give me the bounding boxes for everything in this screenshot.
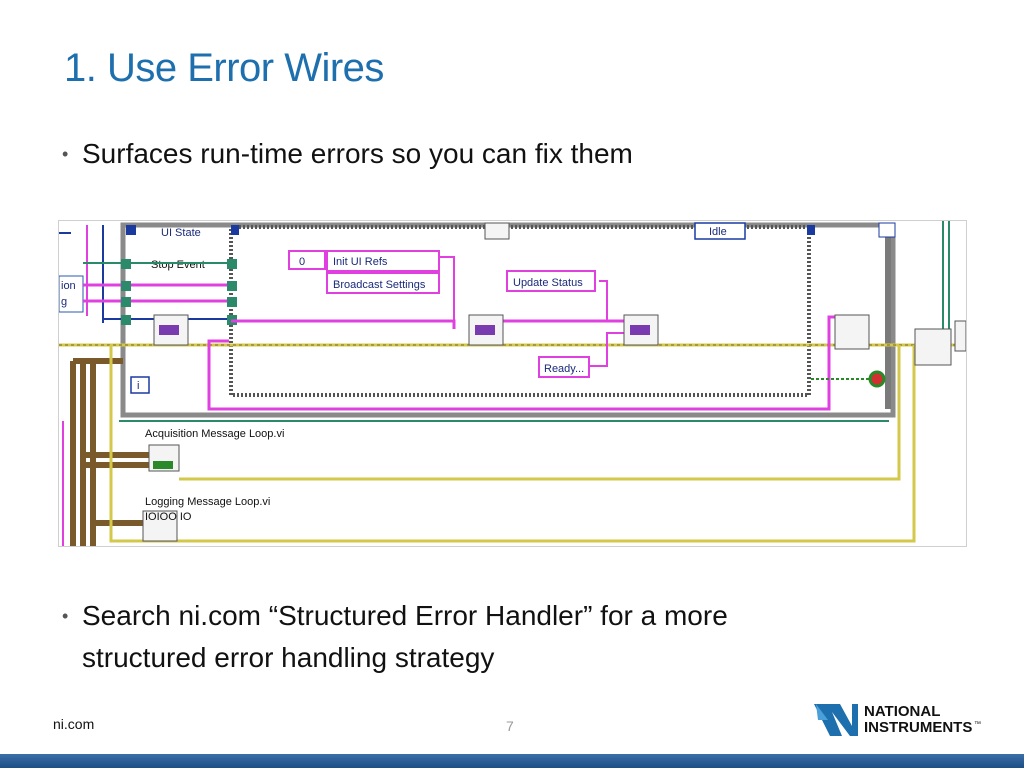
bullet-2-symbol: • — [62, 606, 69, 626]
footer-website: ni.com — [53, 716, 95, 732]
tunnel-2 — [121, 281, 131, 291]
case-structure-frame — [229, 225, 811, 397]
string-wire-loop-bottom — [207, 315, 849, 411]
logging-loop-node — [142, 510, 178, 542]
acquisition-loop-label: Acquisition Message Loop.vi — [145, 428, 284, 440]
stop-terminal — [868, 370, 886, 388]
loop-right-edge — [885, 229, 891, 409]
update-status-constant — [506, 270, 596, 292]
logo-line-2: INSTRUMENTS — [864, 719, 972, 736]
subvi-node-3-glyph — [630, 325, 650, 335]
logging-loop-binary: IOIOO IO — [145, 511, 192, 523]
cluster-wire-bundle — [70, 358, 151, 546]
error-wire-bottom-loop — [109, 345, 916, 543]
page-number: 7 — [506, 718, 514, 734]
numeric-constant — [288, 250, 326, 270]
string-wire-init — [439, 256, 455, 321]
update-status-label: Update Status — [513, 277, 583, 289]
acquisition-loop-glyph — [153, 461, 173, 469]
event-node-top — [484, 222, 510, 240]
idle-enum-label: Idle — [709, 226, 727, 238]
numeric-constant-value: 0 — [299, 256, 305, 268]
broadcast-settings-label: Broadcast Settings — [333, 279, 426, 291]
tunnel-3 — [121, 297, 131, 307]
enum-shift-left — [126, 225, 136, 235]
ready-constant — [538, 356, 590, 378]
subvi-node-2-glyph — [475, 325, 495, 335]
stop-event-label: Stop Event — [151, 259, 205, 271]
logo-trademark: ™ — [974, 721, 981, 728]
block-diagram-graphic: UI State Stop Event Idle ion g — [59, 221, 966, 546]
init-ui-refs-label: Init UI Refs — [333, 256, 388, 268]
bullet-2-line-2: structured error handling strategy — [82, 642, 495, 673]
ni-eagle-shape — [814, 704, 858, 736]
bullet-1-symbol: • — [62, 144, 69, 164]
case-selector-marker — [231, 225, 239, 235]
footer-bar — [0, 754, 1024, 768]
init-ui-refs-constant — [326, 250, 440, 272]
string-wire-update — [599, 280, 624, 322]
merge-errors-node — [914, 328, 952, 366]
bullet-2-line-1: Search ni.com “Structured Error Handler”… — [82, 600, 728, 631]
tunnel-4 — [121, 315, 131, 325]
case-selector-right — [807, 225, 815, 235]
iteration-terminal-label: i — [137, 380, 139, 392]
idle-enum-constant — [694, 222, 746, 240]
broadcast-settings-constant — [326, 272, 440, 294]
logo-line-1: NATIONAL — [864, 703, 940, 720]
ni-logo: NATIONAL INSTRUMENTS ™ — [812, 696, 982, 742]
ni-eagle-icon: NATIONAL INSTRUMENTS ™ — [814, 703, 981, 736]
tunnel-1 — [121, 259, 131, 269]
left-cut-control — [59, 275, 84, 313]
case-tunnel-1 — [227, 259, 237, 269]
ni-eagle-wing — [816, 704, 828, 720]
case-tunnel-3 — [227, 297, 237, 307]
shift-register-up — [878, 222, 896, 238]
string-wire-case-1 — [231, 319, 456, 329]
logging-loop-label: Logging Message Loop.vi — [145, 496, 270, 508]
slide-title: 1. Use Error Wires — [64, 46, 384, 90]
left-cut-text-2: g — [61, 296, 67, 308]
case-tunnel-2 — [227, 281, 237, 291]
ui-state-label: UI State — [161, 227, 201, 239]
error-wire-acq — [179, 345, 901, 481]
labview-block-diagram: UI State Stop Event Idle ion g — [58, 220, 967, 547]
string-wire-ready — [589, 332, 624, 367]
iteration-terminal — [130, 376, 150, 394]
subvi-node-1-glyph — [159, 325, 179, 335]
ready-label: Ready... — [544, 363, 584, 375]
left-cut-text-1: ion — [61, 280, 76, 292]
error-handler-node — [834, 314, 870, 350]
right-cut-node — [954, 320, 966, 352]
bullet-1-text: Surfaces run-time errors so you can fix … — [82, 138, 633, 169]
